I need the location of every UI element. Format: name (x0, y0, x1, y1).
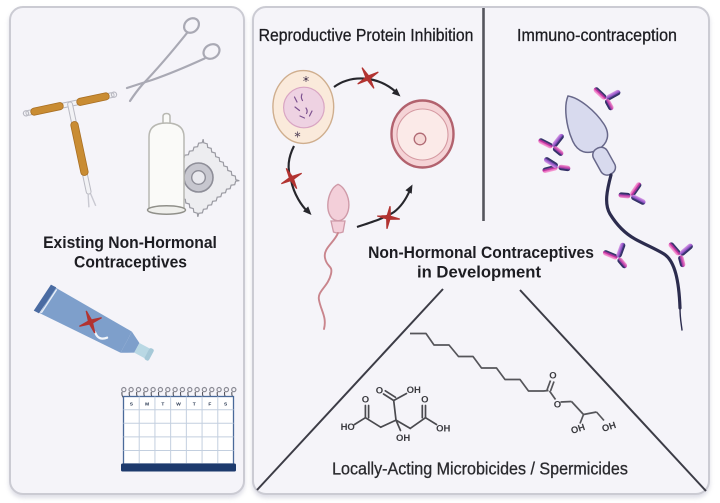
svg-text:in Development: in Development (417, 262, 541, 281)
svg-text:HO: HO (341, 422, 355, 433)
svg-text:S: S (130, 402, 134, 408)
svg-text:Locally-Acting Microbicides /: Locally-Acting Microbicides / Spermicide… (332, 459, 628, 479)
svg-text:S: S (224, 402, 228, 408)
svg-text:W: W (176, 402, 181, 408)
svg-text:Immuno-contraception: Immuno-contraception (517, 25, 677, 45)
svg-text:M: M (145, 402, 149, 408)
svg-text:T: T (193, 402, 196, 408)
svg-text:O: O (362, 395, 369, 406)
svg-text:OH: OH (436, 423, 450, 434)
svg-text:O: O (549, 371, 556, 382)
svg-text:OH: OH (570, 422, 587, 437)
svg-text:T: T (161, 402, 164, 408)
svg-text:O: O (376, 386, 383, 397)
svg-text:Existing Non-Hormonal: Existing Non-Hormonal (43, 233, 217, 252)
svg-text:O: O (421, 395, 428, 406)
svg-text:OH: OH (407, 385, 421, 396)
svg-text:F: F (208, 402, 211, 408)
svg-text:OH: OH (396, 433, 410, 444)
svg-text:OH: OH (601, 420, 618, 435)
svg-text:O: O (554, 400, 561, 411)
svg-text:Contraceptives: Contraceptives (74, 253, 187, 272)
svg-text:Non-Hormonal Contraceptives: Non-Hormonal Contraceptives (368, 243, 594, 262)
svg-text:Reproductive Protein Inhibitio: Reproductive Protein Inhibition (259, 25, 474, 45)
